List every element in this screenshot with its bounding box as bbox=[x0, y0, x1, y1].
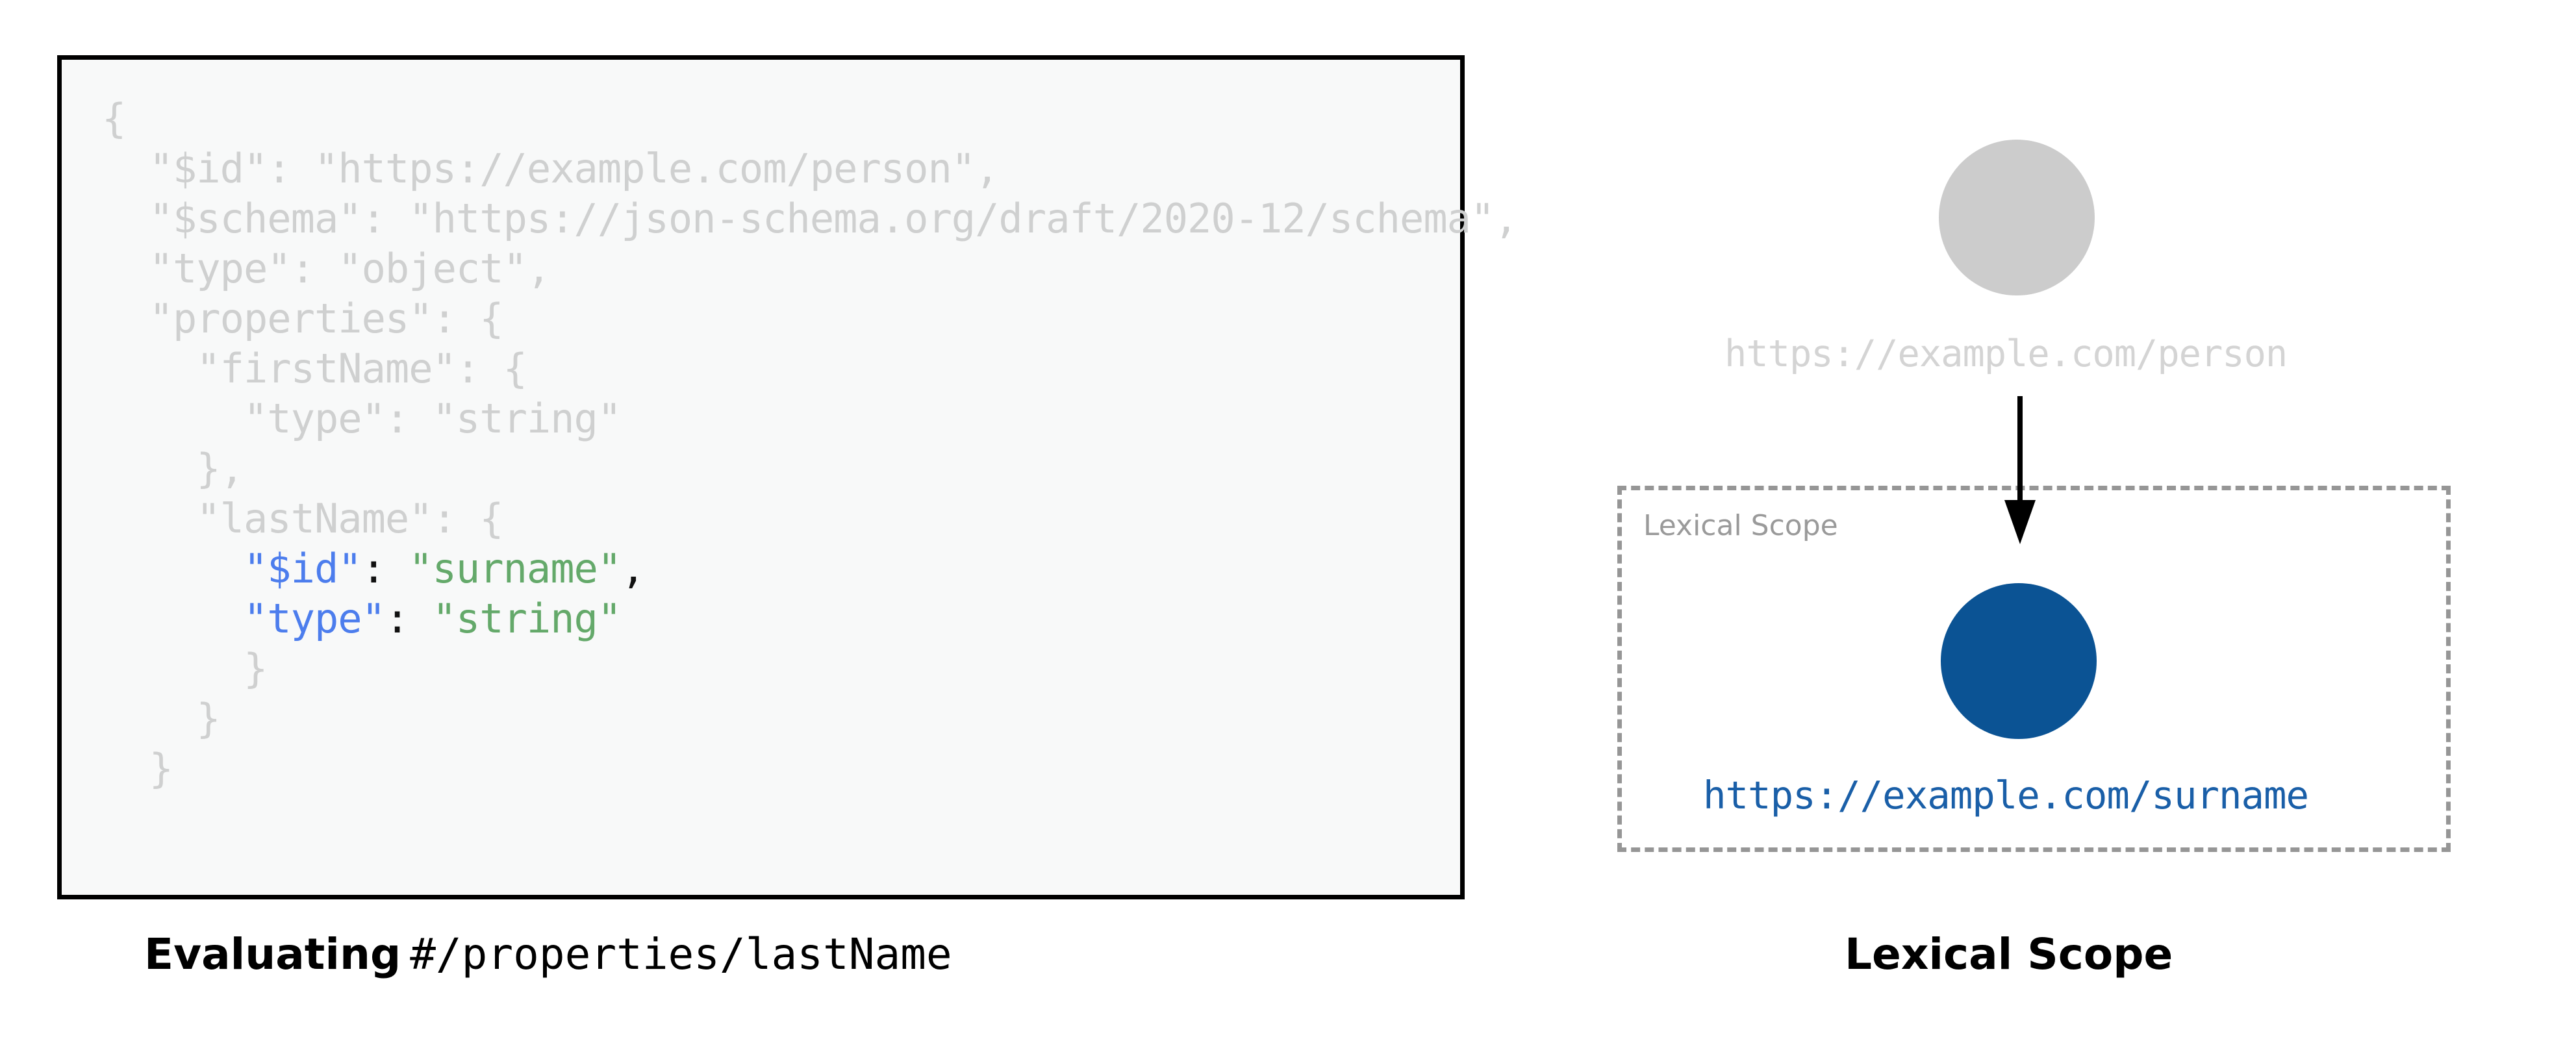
code-token: "type": "object", bbox=[149, 245, 551, 292]
code-line: { bbox=[102, 94, 1518, 144]
lexical-scope-boundary-label: Lexical Scope bbox=[1643, 509, 1838, 542]
code-line: "$id": "https://example.com/person", bbox=[102, 144, 1518, 194]
node-surname-circle bbox=[1941, 583, 2097, 739]
node-surname-label: https://example.com/surname bbox=[1703, 773, 2309, 818]
code-token: "properties": { bbox=[149, 295, 504, 342]
code-line: "type": "string" bbox=[102, 594, 1518, 644]
code-token: "string" bbox=[432, 595, 622, 642]
code-line: "$id": "surname", bbox=[102, 544, 1518, 594]
code-token: "lastName": { bbox=[196, 495, 503, 542]
node-person-label: https://example.com/person bbox=[1724, 332, 2288, 375]
code-line: "type": "object", bbox=[102, 244, 1518, 294]
code-token: } bbox=[243, 645, 268, 692]
code-token: "type": "string" bbox=[243, 395, 622, 442]
code-panel: { "$id": "https://example.com/person", "… bbox=[57, 55, 1519, 899]
code-line: "lastName": { bbox=[102, 494, 1518, 544]
code-token: "surname" bbox=[409, 545, 622, 592]
code-line: "firstName": { bbox=[102, 344, 1518, 394]
code-listing: { "$id": "https://example.com/person", "… bbox=[102, 94, 1519, 794]
code-token: } bbox=[196, 695, 220, 742]
code-line: "$schema": "https://json-schema.org/draf… bbox=[102, 194, 1519, 244]
code-line: } bbox=[102, 644, 1518, 694]
code-token: { bbox=[102, 95, 126, 142]
code-token: }, bbox=[196, 445, 244, 492]
lexical-scope-boundary bbox=[1617, 486, 2451, 852]
code-token: : bbox=[385, 595, 433, 642]
code-token: : bbox=[361, 545, 409, 592]
caption-left-bold: Evaluating bbox=[144, 929, 401, 979]
code-token: "$schema": "https://json-schema.org/draf… bbox=[149, 195, 1519, 242]
code-line: } bbox=[102, 744, 1518, 794]
code-token: "$id" bbox=[243, 545, 362, 592]
code-token: "firstName": { bbox=[196, 345, 527, 392]
scope-arrow-icon bbox=[2004, 396, 2036, 544]
lexical-scope-diagram: https://example.com/person Lexical Scope… bbox=[1559, 55, 2533, 899]
node-person-circle bbox=[1939, 140, 2095, 295]
code-line: } bbox=[102, 694, 1518, 744]
caption-left: Evaluating#/properties/lastName bbox=[144, 933, 952, 976]
caption-left-pointer: #/properties/lastName bbox=[410, 929, 952, 979]
caption-right: Lexical Scope bbox=[1845, 929, 2173, 979]
code-line: }, bbox=[102, 444, 1518, 494]
code-token: "type" bbox=[243, 595, 386, 642]
code-line: "properties": { bbox=[102, 294, 1518, 344]
code-token: } bbox=[149, 745, 173, 792]
code-token: "$id": "https://example.com/person", bbox=[149, 145, 1000, 192]
code-token: , bbox=[621, 545, 645, 592]
code-line: "type": "string" bbox=[102, 394, 1518, 444]
